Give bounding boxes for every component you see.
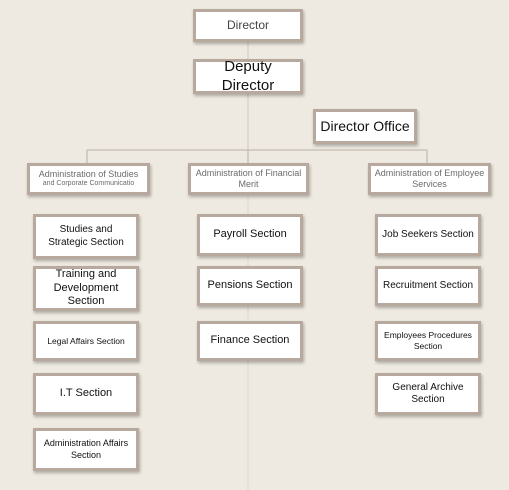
section-box: Payroll Section: [197, 214, 303, 256]
section-box: Pensions Section: [197, 266, 303, 306]
section-label: I.T Section: [59, 387, 113, 400]
department-employee-box: Administration of Employee Services: [368, 163, 491, 195]
deputy-director-label: Deputy Director: [221, 57, 275, 94]
section-label: Training and Development Section: [53, 267, 119, 308]
section-label: Pensions Section: [207, 279, 293, 292]
department-financial-title: Administration of Financial Merit: [195, 167, 302, 189]
section-box: I.T Section: [33, 373, 139, 415]
director-office-box: Director Office: [313, 109, 417, 144]
department-studies-box: Administration of Studies and Corporate …: [27, 163, 150, 195]
section-label: Job Seekers Section: [382, 228, 474, 240]
section-box: General Archive Section: [375, 373, 481, 415]
section-label: Studies and Strategic Section: [48, 224, 124, 248]
section-box: Studies and Strategic Section: [33, 214, 139, 259]
section-label: Payroll Section: [213, 228, 287, 241]
department-studies-subtitle: and Corporate Communicatio: [42, 180, 135, 188]
section-label: Administration Affairs Section: [43, 438, 129, 460]
section-label: Finance Section: [210, 334, 290, 347]
department-employee-title: Administration of Employee Services: [374, 167, 485, 189]
section-box: Training and Development Section: [33, 266, 139, 311]
section-box: Finance Section: [197, 321, 303, 361]
department-financial-box: Administration of Financial Merit: [188, 163, 309, 195]
section-box: Administration Affairs Section: [33, 428, 139, 471]
director-box: Director: [193, 9, 303, 42]
section-box: Employees Procedures Section: [375, 321, 481, 361]
section-label: Employees Procedures Section: [384, 330, 472, 351]
section-label: General Archive Section: [392, 381, 464, 406]
section-box: Recruitment Section: [375, 266, 481, 306]
director-label: Director: [226, 18, 269, 32]
section-label: Recruitment Section: [382, 279, 474, 291]
director-office-label: Director Office: [320, 117, 410, 134]
department-studies-title: Administration of Studies: [38, 169, 139, 179]
section-box: Job Seekers Section: [375, 214, 481, 256]
section-box: Legal Affairs Section: [33, 321, 139, 361]
deputy-director-box: Deputy Director: [193, 57, 303, 94]
section-label: Legal Affairs Section: [47, 335, 125, 346]
